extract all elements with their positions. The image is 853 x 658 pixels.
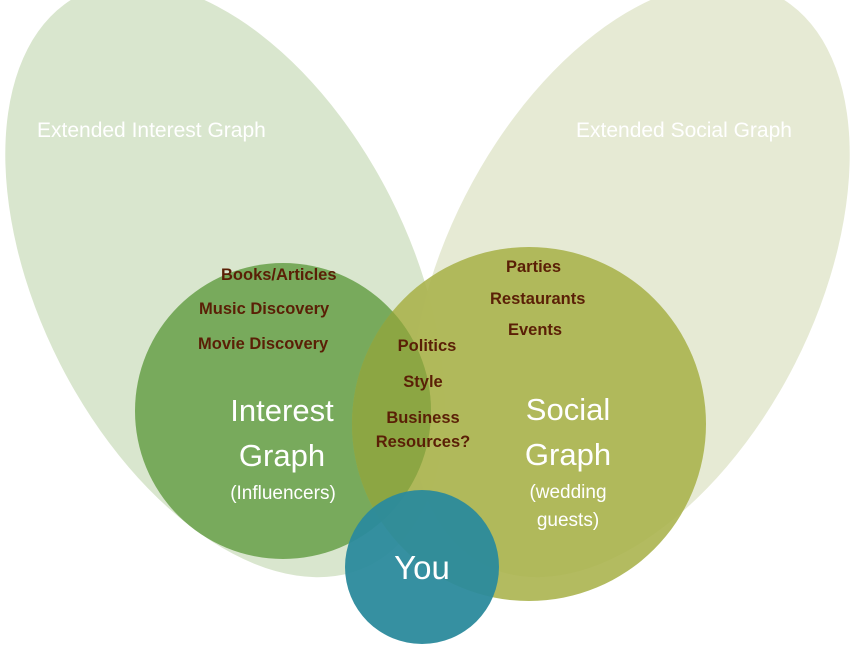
overlap-item-style: Style (403, 373, 442, 391)
social-item-parties: Parties (506, 258, 561, 276)
social-graph-subtitle-line2: guests) (537, 510, 599, 531)
interest-graph-circle (135, 263, 431, 559)
interest-graph-subtitle: (Influencers) (230, 483, 336, 504)
interest-graph-title-line2: Graph (239, 438, 325, 473)
overlap-item-politics: Politics (398, 337, 457, 355)
you-circle (345, 490, 499, 644)
social-item-restaurants: Restaurants (490, 290, 585, 308)
social-graph-title-line1: Social (526, 392, 610, 427)
social-item-events: Events (508, 321, 562, 339)
overlap-item-resources: Resources? (376, 433, 470, 451)
social-graph-subtitle-line1: (wedding (529, 482, 606, 503)
extended-social-graph-label: Extended Social Graph (576, 119, 792, 142)
you-label: You (394, 549, 450, 586)
overlap-item-business: Business (386, 409, 459, 427)
extended-interest-graph-label: Extended Interest Graph (37, 119, 266, 142)
interest-item-movie: Movie Discovery (198, 335, 329, 353)
interest-item-music: Music Discovery (199, 300, 330, 318)
social-graph-title-line2: Graph (525, 437, 611, 472)
interest-item-books: Books/Articles (221, 266, 337, 284)
interest-graph-title-line1: Interest (230, 393, 334, 428)
